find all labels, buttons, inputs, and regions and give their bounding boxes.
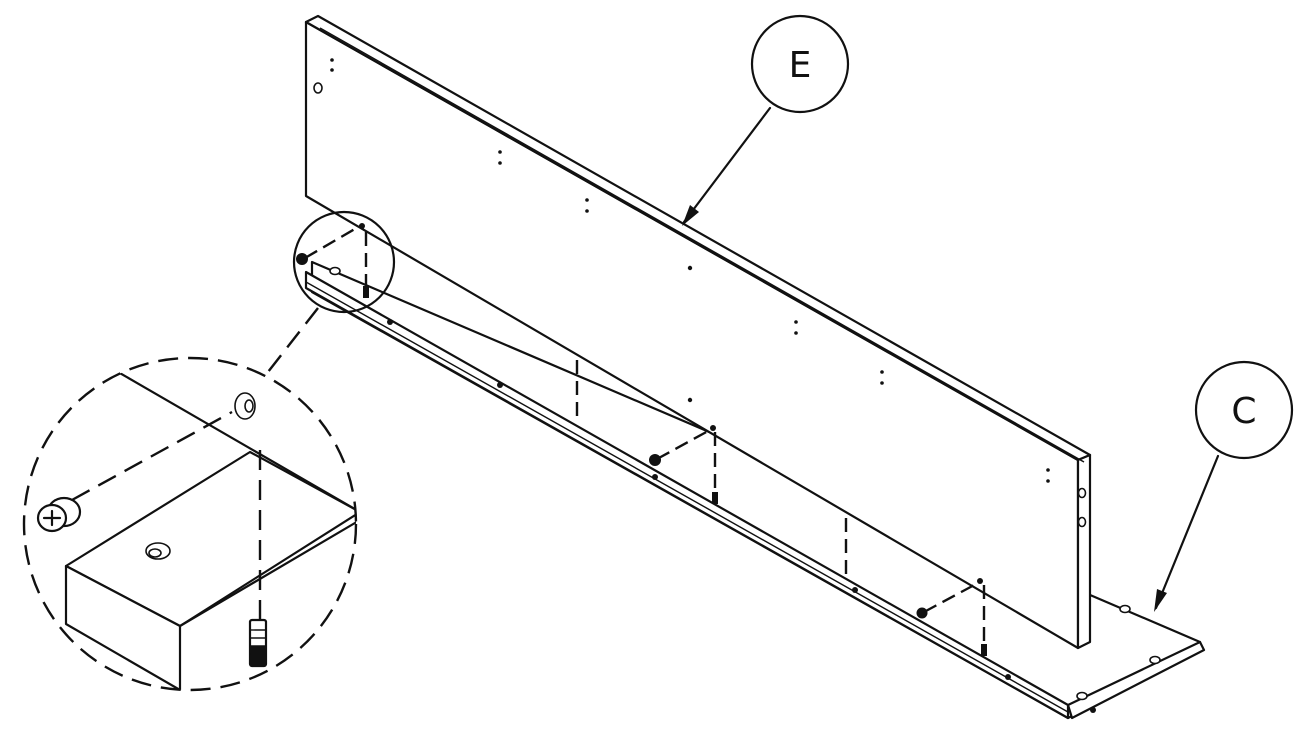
detail-marker (267, 210, 396, 373)
base-edge-markers (387, 319, 1096, 713)
dowel-icon (981, 644, 987, 656)
cam-lock-fittings (296, 223, 987, 656)
callout-e-label: E (789, 45, 812, 86)
dowel-icon (712, 492, 718, 504)
dowel-icon (363, 286, 369, 298)
callout-e-bubble (750, 14, 850, 114)
cam-lock-icon (296, 253, 308, 265)
callout-c-label: C (1231, 391, 1256, 432)
back-panel (304, 14, 1092, 650)
screw-icon (36, 496, 82, 533)
base-holes (329, 266, 1161, 701)
callout-c-bubble (1194, 360, 1294, 460)
dowel-guides (364, 232, 986, 650)
cam-lock-icon (916, 607, 928, 619)
callout-e: E (682, 14, 850, 226)
cam-lock-icon (649, 454, 661, 466)
dowel-icon (248, 618, 268, 668)
magnified-detail-view (22, 356, 358, 692)
panel-holes (313, 58, 1087, 528)
base-panel (304, 260, 1206, 720)
callout-c: C (1154, 360, 1294, 612)
